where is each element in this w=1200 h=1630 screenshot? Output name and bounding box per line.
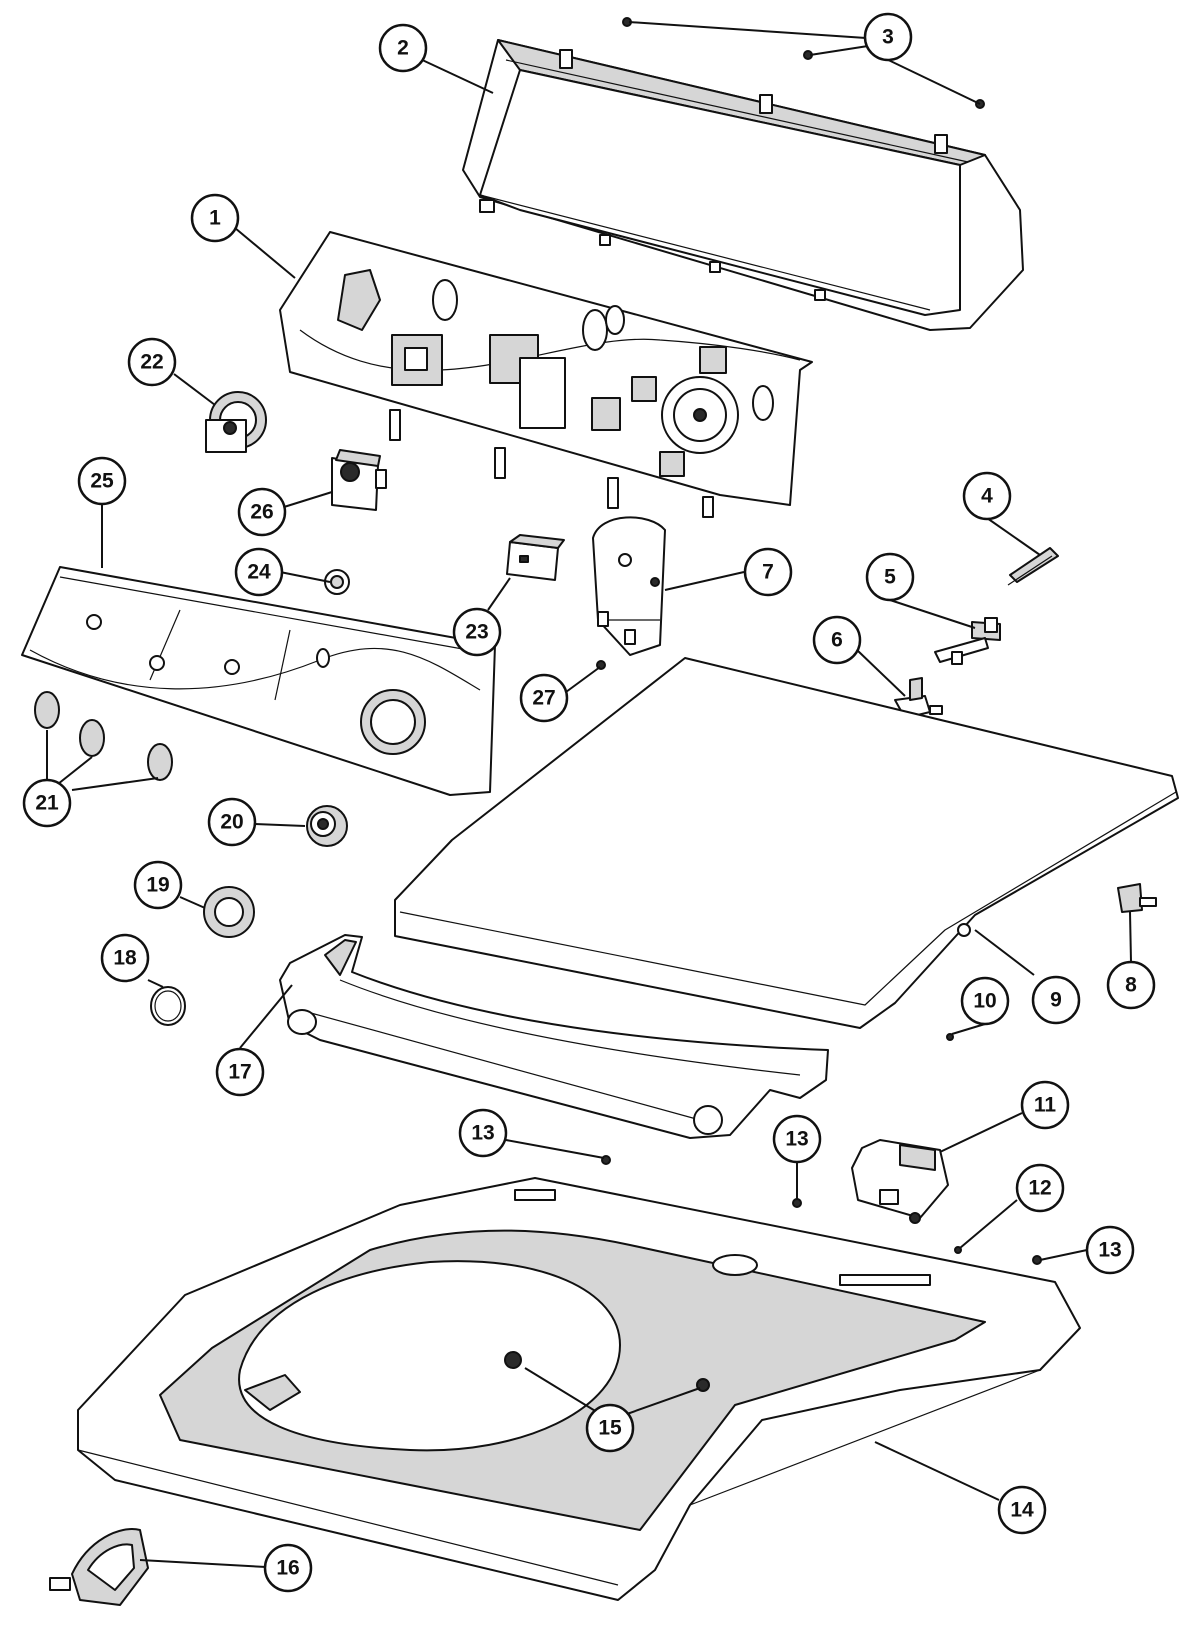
callout-25: 25 bbox=[77, 456, 127, 506]
callout-13c: 13 bbox=[1085, 1225, 1135, 1275]
callout-2: 2 bbox=[378, 23, 428, 73]
callout-13b: 13 bbox=[772, 1114, 822, 1164]
callout-21: 21 bbox=[22, 778, 72, 828]
svg-text:11: 11 bbox=[1034, 1094, 1057, 1117]
callout-26: 26 bbox=[237, 487, 287, 537]
callout-1: 1 bbox=[190, 193, 240, 243]
part-knobs bbox=[34, 691, 173, 781]
part-dispenser-top bbox=[279, 934, 829, 1139]
callout-13a: 13 bbox=[458, 1108, 508, 1158]
svg-text:14: 14 bbox=[1010, 1499, 1034, 1522]
svg-text:16: 16 bbox=[276, 1557, 299, 1580]
svg-text:18: 18 bbox=[113, 947, 137, 970]
svg-text:8: 8 bbox=[1125, 974, 1137, 997]
svg-text:1: 1 bbox=[209, 207, 221, 230]
callout-3: 3 bbox=[863, 12, 913, 62]
part-selector-switch bbox=[205, 391, 267, 453]
callout-27: 27 bbox=[519, 673, 569, 723]
callout-19: 19 bbox=[133, 860, 183, 910]
svg-text:10: 10 bbox=[973, 990, 996, 1013]
svg-text:27: 27 bbox=[532, 687, 555, 710]
part-lid-lock-bracket bbox=[592, 516, 666, 656]
svg-text:17: 17 bbox=[228, 1061, 251, 1084]
part-dispenser bbox=[49, 1528, 149, 1606]
leader-lines bbox=[46, 21, 1132, 1568]
svg-text:5: 5 bbox=[884, 566, 896, 589]
part-control-panel bbox=[279, 231, 813, 518]
callout-8: 8 bbox=[1106, 960, 1156, 1010]
callout-6: 6 bbox=[812, 615, 862, 665]
part-hinge-rod bbox=[1007, 547, 1059, 586]
callout-7: 7 bbox=[743, 547, 793, 597]
part-screw-12 bbox=[954, 1246, 962, 1254]
callout-4: 4 bbox=[962, 471, 1012, 521]
part-ring bbox=[150, 986, 186, 1026]
svg-text:7: 7 bbox=[762, 561, 774, 584]
svg-text:20: 20 bbox=[220, 811, 243, 834]
callout-17: 17 bbox=[215, 1047, 265, 1097]
svg-text:15: 15 bbox=[598, 1417, 622, 1440]
svg-text:25: 25 bbox=[90, 470, 114, 493]
part-hinge-clip bbox=[1117, 883, 1157, 913]
part-rotary-switch bbox=[331, 449, 387, 511]
callout-18: 18 bbox=[100, 933, 150, 983]
callout-9: 9 bbox=[1031, 975, 1081, 1025]
svg-text:4: 4 bbox=[981, 485, 993, 508]
svg-text:6: 6 bbox=[831, 629, 843, 652]
callout-24: 24 bbox=[234, 547, 284, 597]
part-console-overlay bbox=[21, 566, 496, 796]
callout-15: 15 bbox=[585, 1403, 635, 1453]
svg-text:13: 13 bbox=[785, 1128, 808, 1151]
svg-text:26: 26 bbox=[250, 501, 273, 524]
part-lid-switch-assembly bbox=[851, 1139, 949, 1224]
callout-10: 10 bbox=[960, 976, 1010, 1026]
svg-text:21: 21 bbox=[35, 792, 59, 815]
part-lid-switch-bracket bbox=[934, 617, 1001, 665]
callout-12: 12 bbox=[1015, 1163, 1065, 1213]
callout-20: 20 bbox=[207, 797, 257, 847]
callout-14: 14 bbox=[997, 1485, 1047, 1535]
svg-text:24: 24 bbox=[247, 561, 271, 584]
part-screw-10 bbox=[946, 1033, 954, 1041]
callout-23: 23 bbox=[452, 607, 502, 657]
svg-text:19: 19 bbox=[146, 874, 169, 897]
callout-16: 16 bbox=[263, 1543, 313, 1593]
part-main-knob bbox=[306, 805, 348, 847]
part-knob-gear bbox=[203, 886, 255, 938]
svg-text:2: 2 bbox=[397, 37, 409, 60]
svg-text:3: 3 bbox=[882, 26, 894, 49]
callout-5: 5 bbox=[865, 552, 915, 602]
svg-text:12: 12 bbox=[1028, 1177, 1051, 1200]
svg-text:13: 13 bbox=[471, 1122, 494, 1145]
callout-22: 22 bbox=[127, 337, 177, 387]
svg-text:13: 13 bbox=[1098, 1239, 1121, 1262]
svg-text:22: 22 bbox=[140, 351, 163, 374]
part-lid bbox=[394, 657, 1179, 1029]
part-top-cover bbox=[77, 1177, 1081, 1601]
svg-text:9: 9 bbox=[1050, 989, 1062, 1012]
callout-11: 11 bbox=[1020, 1080, 1070, 1130]
part-console-back-housing bbox=[462, 39, 1024, 331]
svg-text:23: 23 bbox=[465, 621, 488, 644]
part-switch-module bbox=[506, 534, 565, 581]
